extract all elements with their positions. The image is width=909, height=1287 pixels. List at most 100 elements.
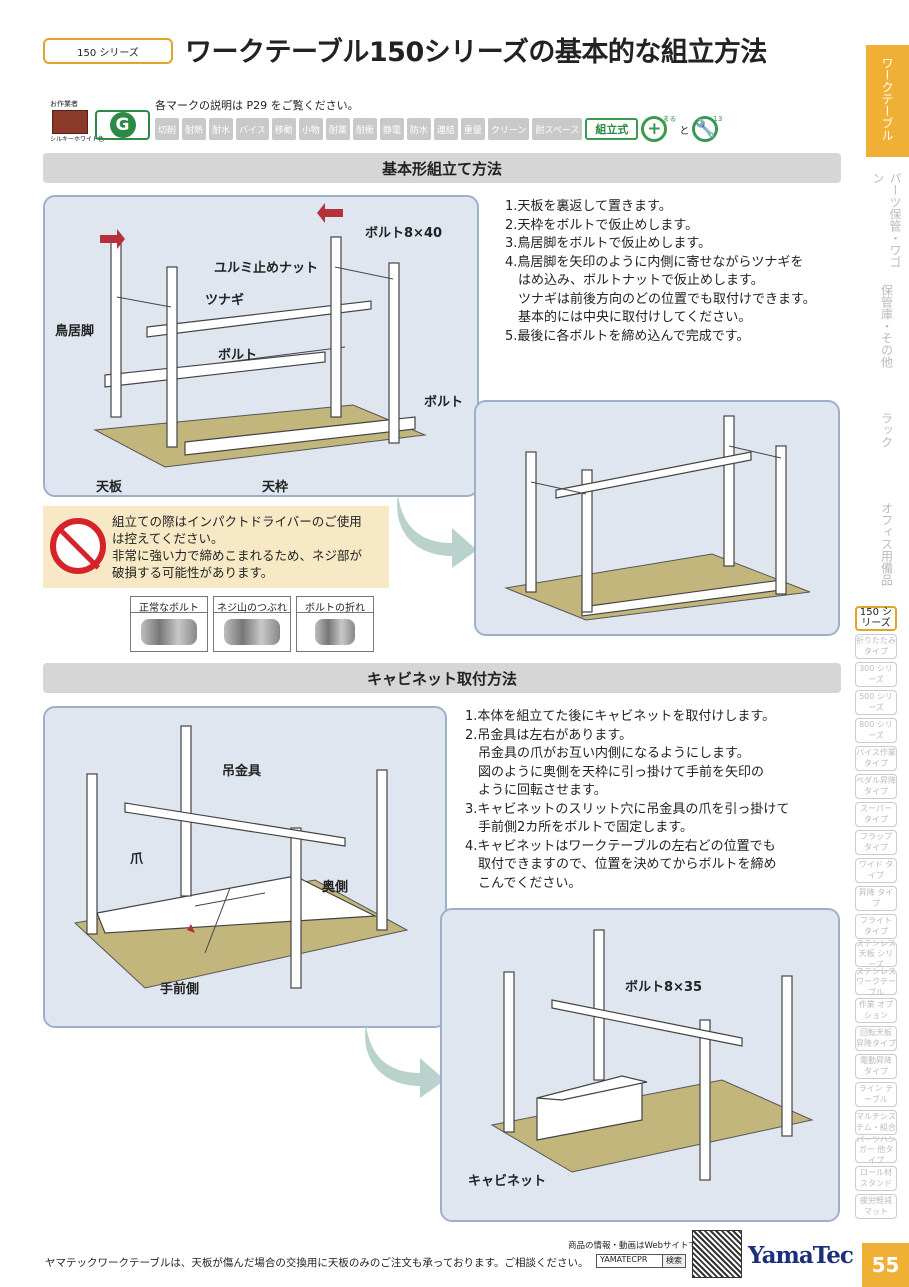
step-line: 2.天枠をボルトで仮止めします。 [505,217,699,233]
label-bolt-8x35: ボルト8×35 [625,980,703,995]
cabinet-figure-2 [440,908,840,1222]
sub-tab[interactable]: 回転天板 昇降タイプ [855,1026,897,1051]
mark-item: 耐スペース [532,118,583,140]
sub-tab[interactable]: 疲労軽減 マット [855,1194,897,1219]
marks-note: 各マークの説明は P29 をご覧ください。 [155,99,359,112]
label-tsunagi: ツナギ [205,293,245,308]
curved-arrow-icon [365,1024,445,1098]
surface-sample-icon [52,110,88,134]
sub-tab[interactable]: 300 シリーズ [855,662,897,687]
brown-icon-caption-bottom: シルキーホワイト色 [50,136,105,143]
bolt-example-label: 正常なボルト [131,597,207,614]
page-title: ワークテーブル150シリーズの基本的な組立方法 [185,37,767,68]
step-line: 1.天板を裏返して置きます。 [505,199,672,214]
assembly-figure-1 [43,195,479,497]
steps-cabinet: 1.本体を組立てた後にキャビネットを取付けします。 2.吊金具は左右があります。… [465,708,789,893]
web-note: 商品の情報・動画はWebサイトで! [568,1241,701,1251]
search-box[interactable]: YAMATECPR 検索 [596,1254,686,1268]
warning-line: 組立ての際はインパクトドライバーのご使用 [112,514,362,529]
step-line: ように回転させます。 [465,783,607,798]
sub-tab-150[interactable]: 150 シリーズ [855,606,897,631]
sub-tab[interactable]: フラップ タイプ [855,830,897,855]
sub-tab[interactable]: バイス作業 タイプ [855,746,897,771]
label-torii: 鳥居脚 [55,324,95,339]
sub-tab[interactable]: 800 シリーズ [855,718,897,743]
step-line: 手前側2カ所をボルトで固定します。 [465,820,693,835]
and-text: と [679,125,690,137]
step-line: 4.鳥居脚を矢印のように内側に寄せながらツナギを [505,254,804,270]
label-bolt-2: ボルト [424,395,464,410]
label-tsume: 爪 [130,852,144,867]
plus-sub: まる [662,115,677,123]
sidebar-tab-rack[interactable]: ラック [879,412,894,448]
mark-item: 防水 [406,118,431,140]
green-g-mark-icon: G [95,110,150,140]
footer-note: ヤマテックワークテーブルは、天板が傷んだ場合の交換用に天板のみのご注文も承ってお… [45,1257,589,1269]
brown-icon-caption-top: お作業者 [50,100,78,108]
sidebar-tab-worktable[interactable]: ワークテーブル [866,45,909,157]
label-tsuri: 吊金具 [222,764,262,779]
sub-tab[interactable]: ライン テーブル [855,1082,897,1107]
step-line: 5.最後に各ボルトを締め込んで完成です。 [505,328,750,344]
sub-tab[interactable]: マルチシス テム・組合 [855,1110,897,1135]
company-logo: YamaTec [748,1242,854,1269]
bolt-photo [315,619,355,645]
step-line: 4.キャビネットはワークテーブルの左右どの位置でも [465,838,776,854]
sub-tab[interactable]: ペダル昇降 タイプ [855,774,897,799]
arrow-right-icon [100,229,125,249]
sidebar-tab-office[interactable]: オフィス用備品 [879,502,894,586]
sub-tab[interactable]: ワイド タイプ [855,858,897,883]
sidebar-tab-parts[interactable]: パーツ保管・ワゴン [871,172,902,268]
section-title-cabinet: キャビネット取付方法 [43,663,841,693]
sub-tab[interactable]: 昇降 タイプ [855,886,897,911]
step-line: 基本的には中央に取付けしてください。 [505,310,752,325]
sub-tab[interactable]: ロール材 スタンド [855,1166,897,1191]
mark-item: 小物 [298,118,323,140]
sub-tab[interactable]: フライト タイプ [855,914,897,939]
bolt-example-label: ボルトの折れ [297,597,373,614]
label-bolt-1: ボルト [218,348,258,363]
bolt-example-normal: 正常なボルト [130,596,208,652]
table-frame-illustration-2 [504,415,811,621]
sub-tab[interactable]: パーツハンガー 他タイプ [855,1134,897,1165]
step-line: 吊金具の爪がお互い内側になるようにします。 [465,746,750,761]
steps-basic: 1.天板を裏返して置きます。 2.天枠をボルトで仮止めします。 3.鳥居脚をボル… [505,198,816,346]
search-button[interactable]: 検索 [662,1255,685,1267]
mark-item: 切削 [155,118,180,140]
sub-tab[interactable]: 電動昇降 タイプ [855,1054,897,1079]
sub-tab[interactable]: 作業 オプション [855,998,897,1023]
qr-code-icon[interactable] [692,1230,742,1278]
sidebar-tab-storage[interactable]: 保管庫・その他 [879,284,894,368]
assembly-mark: 組立式 [585,118,639,140]
label-tenban: 天板 [96,480,123,495]
mark-item: 移動 [271,118,296,140]
page-number: 55 [862,1243,909,1287]
step-line: 図のように奥側を天枠に引っ掛けて手前を矢印の [465,764,765,780]
step-line: はめ込み、ボルトナットで仮止めします。 [505,273,764,288]
sub-tab[interactable]: ステンレス ワークテーブル [855,966,897,997]
wrench-sub: 13 [713,115,723,123]
sub-tab[interactable]: 折りたたみ タイプ [855,634,897,659]
sub-tab[interactable]: 500 シリーズ [855,690,897,715]
step-line: 1.本体を組立てた後にキャビネットを取付けします。 [465,709,776,724]
label-temae: 手前側 [160,982,200,997]
sub-tab[interactable]: スーパー タイプ [855,802,897,827]
bolt-example-label: ネジ山のつぶれ [214,597,290,614]
sub-tab[interactable]: ステンレス天板 シリーズ [855,938,897,969]
label-nut: ユルミ止めナット [214,261,319,276]
step-line: 3.鳥居脚をボルトで仮止めします。 [505,236,712,251]
g-mark-letter: G [109,112,136,138]
mark-row: 切削 耐熱 耐水 バイス 移動 小物 耐薬 耐衝 静電 防水 連結 重量 クリー… [155,115,723,142]
curved-arrow-icon [397,494,477,568]
label-tenwaku: 天枠 [262,480,289,495]
cabinet-hanger-illustration [73,725,409,989]
search-text: YAMATECPR [600,1255,648,1264]
mark-item: クリーン [487,118,530,140]
mark-item: 耐熱 [182,118,207,140]
label-cabinet: キャビネット [468,1174,547,1189]
warning-line: は控えてください。 [112,531,224,546]
plus-icon: + [641,116,668,142]
label-okugawa: 奥側 [322,880,349,895]
warning-text: 組立ての際はインパクトドライバーのご使用 は控えてください。 非常に強い力で締め… [112,513,362,581]
no-impact-driver-icon [50,518,106,574]
